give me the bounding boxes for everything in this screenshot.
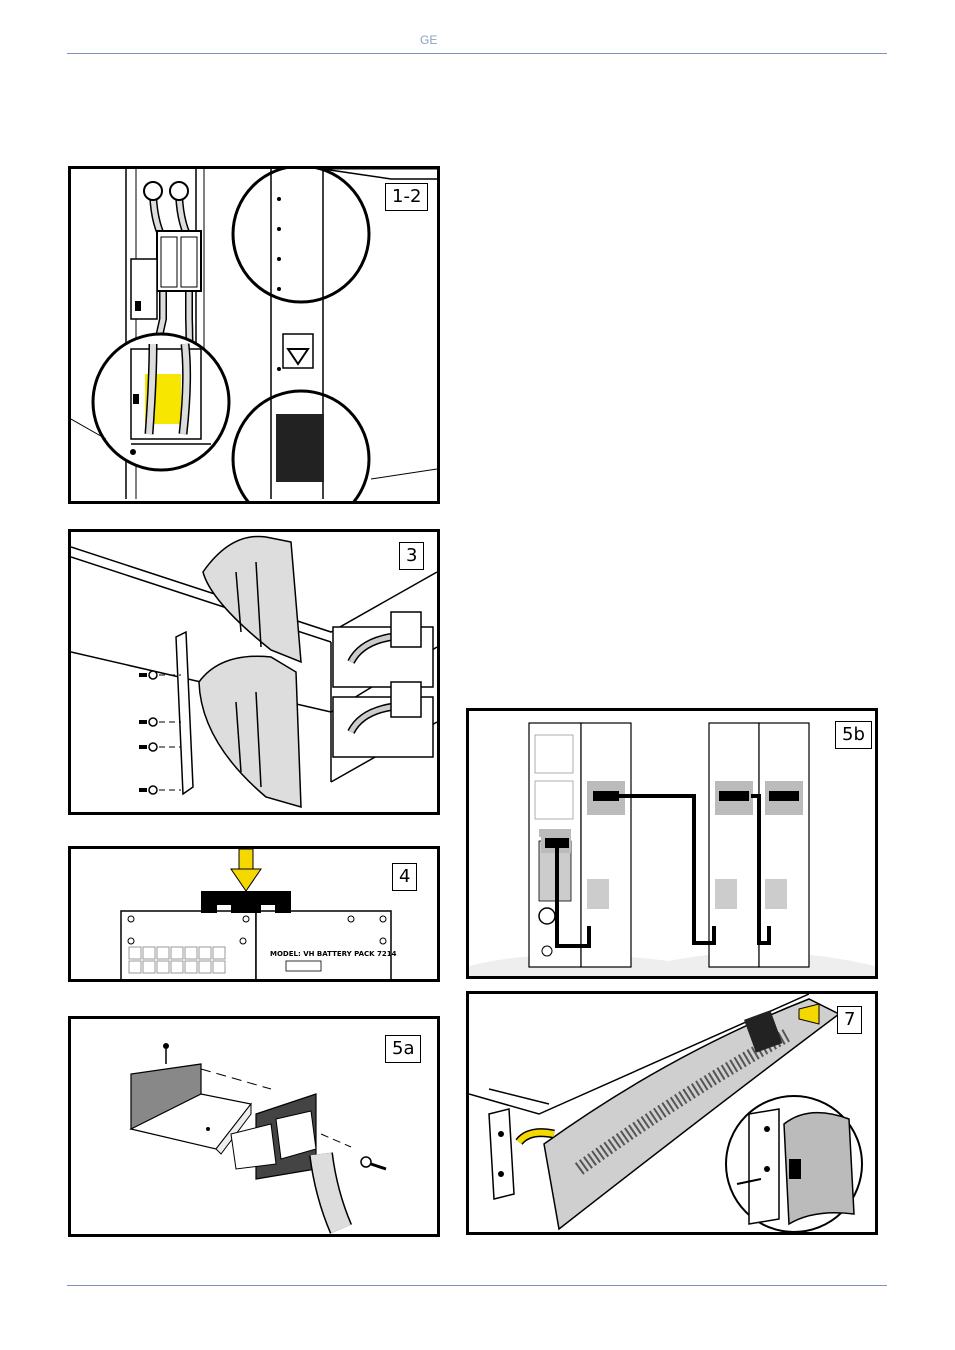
figure-3: 3: [68, 529, 440, 815]
figure-5b-illustration: [469, 711, 875, 976]
figure-1-2-illustration: [71, 169, 437, 501]
figure-4: MODEL: VH BATTERY PACK 7214 4: [68, 846, 440, 982]
figure-5a-illustration: [71, 1019, 437, 1234]
figure-1-2: 1-2: [68, 166, 440, 504]
header-rule: [67, 53, 887, 54]
figure-7: 7: [466, 991, 878, 1235]
footer-rule: [67, 1285, 887, 1286]
figure-label: 5a: [385, 1035, 421, 1063]
figure-5a: 5a: [68, 1016, 440, 1237]
figure-label: 5b: [835, 721, 872, 749]
figure-label: 7: [837, 1006, 862, 1034]
figure-label: 3: [399, 542, 424, 570]
figure-label: 4: [392, 863, 417, 891]
figure-4-illustration: [71, 849, 437, 979]
figure-3-illustration: [71, 532, 437, 812]
battery-model-label: MODEL: VH BATTERY PACK 7214: [270, 950, 397, 958]
figure-7-illustration: [469, 994, 875, 1232]
header-brand: GE: [420, 33, 437, 47]
figure-5b: 5b: [466, 708, 878, 979]
figure-label: 1-2: [385, 183, 428, 211]
